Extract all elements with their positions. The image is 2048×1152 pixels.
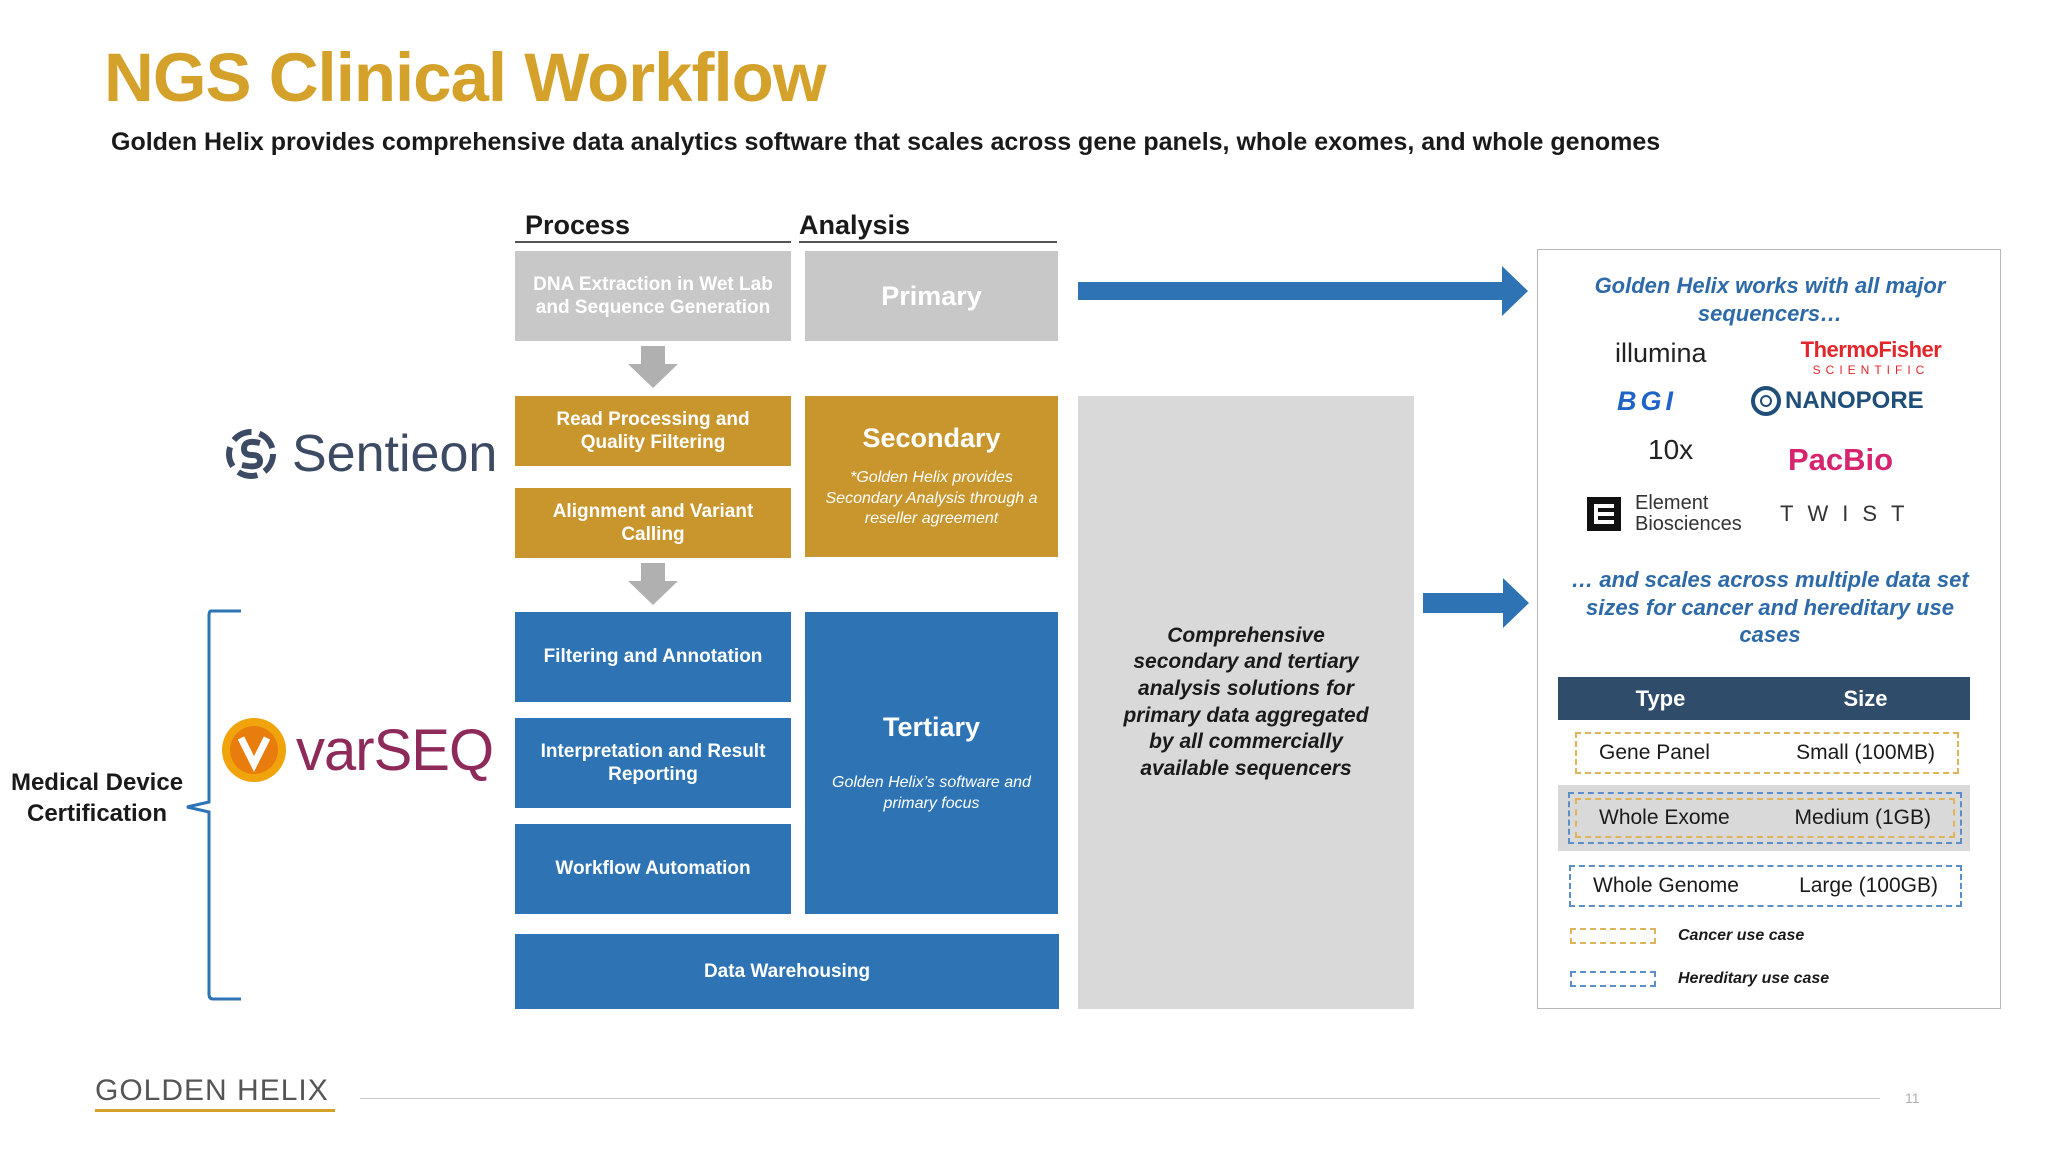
process-column-header: Process <box>525 210 631 240</box>
table-row: Whole Genome Large (100GB) <box>1569 865 1962 907</box>
tertiary-note: Golden Helix’s software and primary focu… <box>832 774 1031 812</box>
thermofisher-logo: ThermoFisher SCIENTIFIC <box>1798 337 1944 377</box>
hereditary-legend-swatch <box>1570 971 1656 987</box>
thermofisher-wordmark: ThermoFisher <box>1800 337 1942 362</box>
table-row: Gene Panel Small (100MB) <box>1575 732 1959 774</box>
element-biosciences-logo: Element Biosciences <box>1585 493 1742 535</box>
interpretation-box: Interpretation and Result Reporting <box>515 718 791 808</box>
tertiary-label: Tertiary <box>882 712 981 743</box>
exome-row-highlight <box>1558 785 1970 851</box>
primary-box: Primary <box>805 251 1058 341</box>
sentieon-mark-icon <box>226 429 276 479</box>
row-type: Gene Panel <box>1599 741 1710 764</box>
size-column-header: Size <box>1843 685 1888 711</box>
tenx-logo: 10x <box>1648 434 1694 465</box>
element-mark-icon <box>1587 497 1621 531</box>
filtering-box: Filtering and Annotation <box>515 612 791 702</box>
twist-logo: TWIST <box>1780 501 1919 526</box>
certification-bracket <box>186 609 241 1001</box>
hereditary-legend-label: Hereditary use case <box>1678 970 1830 987</box>
varseq-wordmark: varSEQ <box>296 717 494 783</box>
page-number: 11 <box>1905 1090 1920 1106</box>
row-type: Whole Genome <box>1593 874 1739 897</box>
footer-divider <box>360 1098 1880 1099</box>
read-processing-box: Read Processing and Quality Filtering <box>515 396 791 466</box>
data-warehousing-label: Data Warehousing <box>703 960 871 982</box>
process-header-rule <box>515 241 791 243</box>
sequencers-heading: Golden Helix works with all major sequen… <box>1594 273 1946 326</box>
page-subtitle: Golden Helix provides comprehensive data… <box>111 128 1661 156</box>
tertiary-box: Tertiary Golden Helix’s software and pri… <box>805 612 1058 914</box>
row-type: Whole Exome <box>1599 806 1730 829</box>
varseq-v-icon <box>222 718 286 782</box>
row-size: Medium (1GB) <box>1794 806 1931 829</box>
golden-helix-logo: GOLDEN HELIX <box>95 1074 339 1112</box>
thermofisher-scientific: SCIENTIFIC <box>1812 363 1930 377</box>
cancer-legend-swatch <box>1570 928 1656 944</box>
comprehensive-text: Comprehensive secondary and tertiary ana… <box>1123 623 1369 780</box>
row-size: Large (100GB) <box>1799 874 1938 897</box>
nanopore-logo: NANOPORE <box>1749 384 1924 418</box>
primary-label: Primary <box>881 280 982 311</box>
sentieon-logo: Sentieon <box>222 424 497 484</box>
scales-text: … and scales across multiple data set si… <box>1571 567 1969 647</box>
right-arrow-icon <box>1078 266 1528 316</box>
read-processing-label: Read Processing and Quality Filtering <box>556 408 750 453</box>
dna-extraction-box: DNA Extraction in Wet Lab and Sequence G… <box>515 251 791 341</box>
row-size: Small (100MB) <box>1796 741 1935 764</box>
certification-label: Medical Device Certification <box>10 769 184 828</box>
cancer-legend-label: Cancer use case <box>1678 927 1805 944</box>
down-arrow-icon <box>628 563 678 605</box>
analysis-header-rule <box>799 241 1057 243</box>
element-line-1: Element <box>1635 492 1709 514</box>
nanopore-wordmark: NANOPORE <box>1785 387 1924 414</box>
size-table-header: Type Size <box>1558 677 1970 720</box>
illumina-logo: illumina <box>1615 338 1707 368</box>
page-title: NGS Clinical Workflow <box>104 39 826 116</box>
logo-underline <box>95 1109 335 1112</box>
sentieon-wordmark: Sentieon <box>292 425 498 483</box>
alignment-label: Alignment and Variant Calling <box>552 500 754 545</box>
analysis-column-header: Analysis <box>799 210 911 240</box>
varseq-logo: varSEQ <box>220 716 494 784</box>
nanopore-mark-icon <box>1751 386 1781 416</box>
interpretation-label: Interpretation and Result Reporting <box>540 740 766 785</box>
right-arrow-icon <box>1423 578 1529 628</box>
filtering-label: Filtering and Annotation <box>543 646 763 668</box>
alignment-box: Alignment and Variant Calling <box>515 488 791 558</box>
workflow-automation-label: Workflow Automation <box>555 858 751 880</box>
data-warehousing-box: Data Warehousing <box>515 934 1059 1009</box>
type-column-header: Type <box>1635 685 1686 711</box>
comprehensive-panel: Comprehensive secondary and tertiary ana… <box>1078 396 1414 1009</box>
down-arrow-icon <box>628 346 678 388</box>
table-row: Whole Exome Medium (1GB) <box>1575 798 1955 838</box>
dna-extraction-label: DNA Extraction in Wet Lab and Sequence G… <box>533 273 773 318</box>
secondary-box: Secondary *Golden Helix provides Seconda… <box>805 396 1058 557</box>
secondary-note: *Golden Helix provides Secondary Analysi… <box>825 469 1038 528</box>
workflow-automation-box: Workflow Automation <box>515 824 791 914</box>
pacbio-logo: PacBio <box>1788 442 1894 477</box>
secondary-label: Secondary <box>862 423 1001 454</box>
sequencers-panel <box>1537 249 2001 1009</box>
element-line-2: Biosciences <box>1635 513 1742 535</box>
golden-helix-wordmark: GOLDEN HELIX <box>95 1074 329 1107</box>
bgi-logo: BGI <box>1617 386 1678 416</box>
exome-hereditary-outline <box>1568 792 1962 844</box>
